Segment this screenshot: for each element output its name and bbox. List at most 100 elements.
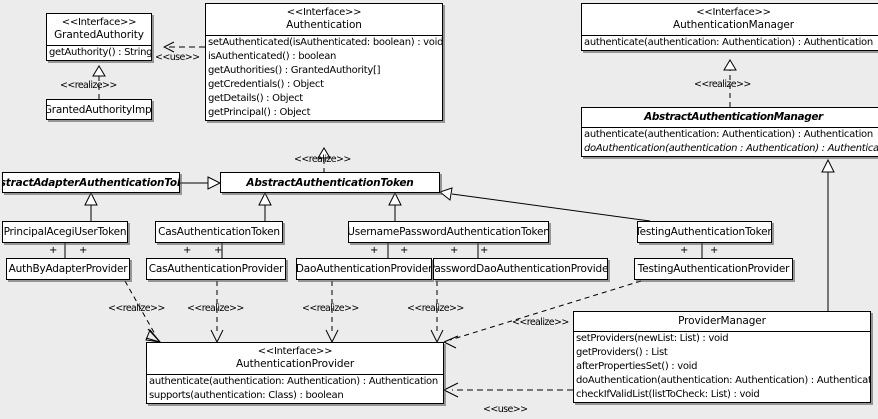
class-abstract-authentication-manager[interactable]: AbstractAuthenticationManager authentica… (581, 107, 878, 157)
edge-principalacegiusertoken-extends-abstractadaptertoken (84, 191, 98, 221)
edge-casauthenticationtoken-extends-abstracttoken (258, 191, 272, 221)
edge-label-realize-abstracttoken: <<realize>> (294, 154, 351, 165)
edge-label-realize-providermanager: <<realize>> (512, 317, 569, 328)
operation: afterPropertiesSet() : void (576, 361, 698, 372)
class-name: PrincipalAcegiUserToken (3, 226, 127, 238)
operation: doAuthentication(authentication : Authen… (584, 143, 878, 154)
class-name: Authentication (286, 19, 362, 31)
class-name: ProviderManager (678, 315, 766, 327)
edge-label-realize-daoprovider: <<realize>> (302, 303, 359, 314)
assoc-plus-mark: + (680, 245, 689, 256)
class-name: TestingAuthenticationProvider (637, 263, 790, 275)
class-header: ProviderManager (574, 312, 870, 331)
operations-compartment: setAuthenticated(isAuthenticated: boolea… (206, 36, 442, 120)
edge-abstractadaptertoken-extends-abstracttoken (180, 176, 222, 190)
class-header: <<Interface>> GrantedAuthority (47, 14, 151, 45)
class-username-password-authentication-token[interactable]: UsernamePasswordAuthenticationToken (348, 221, 549, 243)
class-testing-authentication-provider[interactable]: TestingAuthenticationProvider (634, 258, 793, 280)
compartment-divider (574, 331, 870, 332)
class-principal-acegi-user-token[interactable]: PrincipalAcegiUserToken (2, 221, 128, 243)
class-name: UsernamePasswordAuthenticationToken (348, 226, 549, 238)
operation: authenticate(authentication: Authenticat… (584, 37, 873, 48)
edge-testingauthenticationtoken-extends-abstracttoken (438, 187, 651, 222)
class-header: AbstractAuthenticationManager (582, 108, 878, 127)
edge-usernamepasswordtoken-extends-abstracttoken (388, 191, 402, 221)
edge-label-realize-passworddaoprovider: <<realize>> (407, 303, 464, 314)
operations-compartment: authenticate(authentication: Authenticat… (147, 375, 443, 403)
operation: checkIfValidList(listToCheck: List) : vo… (576, 389, 760, 400)
class-testing-authentication-token[interactable]: TestingAuthenticationToken (637, 221, 772, 243)
class-header: <<Interface>> Authentication (206, 4, 442, 35)
assoc-plus-mark: + (183, 245, 192, 256)
operation: getAuthorities() : GrantedAuthority[] (208, 65, 381, 76)
class-abstract-authentication-token[interactable]: AbstractAuthenticationToken (220, 172, 440, 193)
operation: supports(authentication: Class) : boolea… (149, 390, 344, 401)
class-authentication-provider[interactable]: <<Interface>> AuthenticationProvider aut… (146, 342, 444, 404)
assoc-plus-mark: + (480, 245, 489, 256)
edge-providermanager-uses-authenticationprovider (443, 382, 573, 398)
assoc-plus-mark: + (214, 245, 223, 256)
class-auth-by-adapter-provider[interactable]: AuthByAdapterProvider (6, 258, 130, 280)
stereotype-label: <<Interface>> (61, 17, 137, 28)
class-cas-authentication-provider[interactable]: CasAuthenticationProvider (146, 258, 286, 280)
class-name: AuthByAdapterProvider (8, 263, 128, 275)
operation: isAuthenticated() : boolean (208, 51, 337, 62)
assoc-plus-mark: + (400, 245, 409, 256)
class-name: GrantedAuthority (54, 29, 144, 41)
operation: getAuthority() : String (49, 47, 152, 58)
stereotype-label: <<Interface>> (257, 346, 333, 357)
stereotype-label: <<Interface>> (696, 7, 771, 18)
operation: getPrincipal() : Object (208, 107, 311, 118)
class-name: AbstractAdapterAuthenticationToken (3, 176, 179, 189)
class-name: AbstractAuthenticationManager (644, 111, 823, 123)
edge-providermanager-extends-abstractauthenticationmanager (821, 158, 835, 311)
class-header: <<Interface>> AuthenticationManager (582, 4, 878, 35)
edge-label-use-grantedauthority: <<use>> (155, 52, 200, 63)
operation: getCredentials() : Object (208, 79, 324, 90)
class-provider-manager[interactable]: ProviderManager setProviders(newList: Li… (573, 311, 871, 403)
compartment-divider (47, 45, 151, 46)
edge-label-realize-casprovider: <<realize>> (187, 303, 244, 314)
compartment-divider (147, 374, 443, 375)
operations-compartment: authenticate(authentication: Authenticat… (582, 128, 878, 156)
class-granted-authority-impl[interactable]: GrantedAuthorityImpl (46, 99, 152, 120)
operations-compartment: getAuthority() : String (47, 46, 151, 60)
class-name: AuthenticationManager (672, 19, 794, 31)
class-name: GrantedAuthorityImpl (46, 103, 152, 116)
class-granted-authority[interactable]: <<Interface>> GrantedAuthority getAuthor… (46, 13, 152, 61)
assoc-plus-mark: + (79, 245, 88, 256)
compartment-divider (582, 127, 878, 128)
operation: setAuthenticated(isAuthenticated: boolea… (208, 37, 443, 48)
class-name: CasAuthenticationToken (158, 226, 280, 238)
assoc-plus-mark: + (710, 245, 719, 256)
operations-compartment: authenticate(authentication: Authenticat… (582, 36, 878, 50)
stereotype-label: <<Interface>> (286, 7, 362, 18)
operations-compartment: setProviders(newList: List) : void getPr… (574, 332, 870, 402)
class-cas-authentication-token[interactable]: CasAuthenticationToken (155, 221, 283, 243)
class-name: TestingAuthenticationToken (637, 226, 772, 238)
class-authentication[interactable]: <<Interface>> Authentication setAuthenti… (205, 3, 443, 121)
class-name: AuthenticationProvider (235, 358, 355, 370)
assoc-plus-mark: + (370, 245, 379, 256)
compartment-divider (206, 35, 442, 36)
class-abstract-adapter-authentication-token[interactable]: AbstractAdapterAuthenticationToken (2, 172, 180, 193)
operation: getProviders() : List (576, 347, 668, 358)
assoc-plus-mark: + (49, 245, 58, 256)
assoc-plus-mark: + (450, 245, 459, 256)
operation: authenticate(authentication: Authenticat… (149, 376, 438, 387)
class-name: PasswordDaoAuthenticationProvider (433, 263, 608, 275)
operation: setProviders(newList: List) : void (576, 333, 729, 344)
operation: getDetails() : Object (208, 93, 303, 104)
operation: doAuthentication(authentication: Authent… (576, 375, 871, 386)
edge-label-realize-authbyadapter: <<realize>> (108, 303, 165, 314)
edge-label-use-providermanager: <<use>> (483, 404, 528, 415)
class-password-dao-authentication-provider[interactable]: PasswordDaoAuthenticationProvider (433, 258, 608, 280)
compartment-divider (582, 35, 878, 36)
class-name: CasAuthenticationProvider (148, 263, 284, 275)
operation: authenticate(authentication: Authenticat… (584, 129, 873, 140)
class-dao-authentication-provider[interactable]: DaoAuthenticationProvider (296, 258, 432, 280)
edge-label-realize-abstractauthmanager: <<realize>> (694, 79, 751, 90)
class-authentication-manager[interactable]: <<Interface>> AuthenticationManager auth… (581, 3, 878, 51)
class-name: DaoAuthenticationProvider (296, 263, 432, 275)
